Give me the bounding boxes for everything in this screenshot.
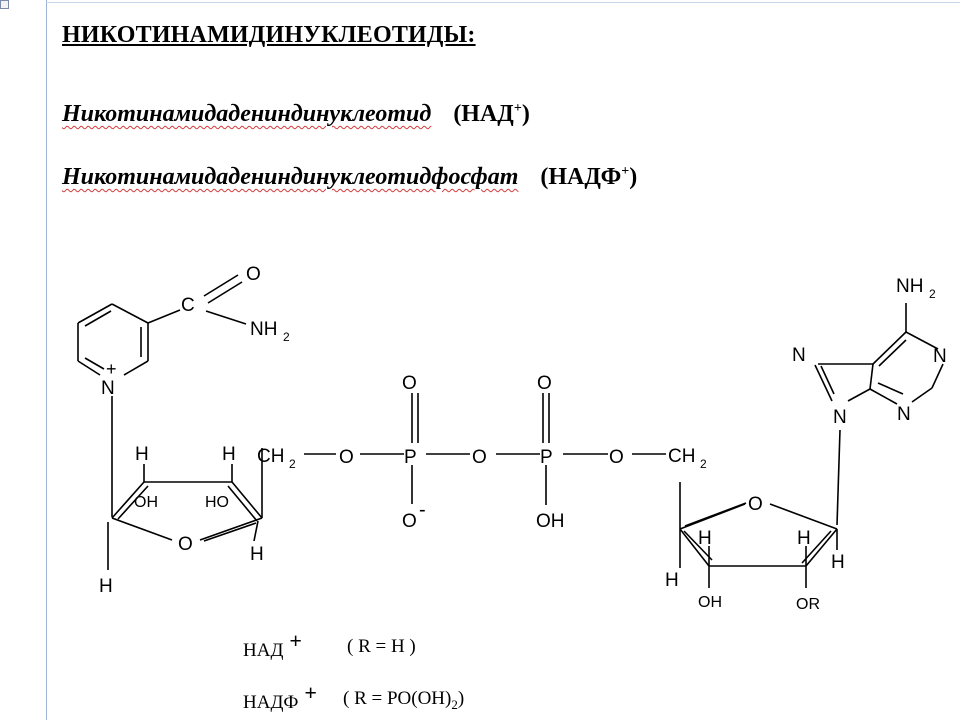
atom-h: H — [665, 570, 679, 591]
atom-h: H — [797, 528, 811, 549]
subscript-2: 2 — [700, 457, 707, 471]
atom-ho: HO — [205, 494, 229, 511]
atom-nh-amine: NH — [896, 276, 923, 297]
legend-nad: НАД+ ( R = H ) — [243, 628, 416, 662]
atom-p: P — [540, 447, 553, 468]
atom-o-bridge: O — [339, 447, 354, 468]
atom-h: H — [831, 552, 845, 573]
bond-lines — [77, 274, 944, 588]
atom-o-double: O — [537, 373, 552, 394]
atom-ch: CH — [668, 446, 695, 467]
slide-left-border — [46, 0, 47, 720]
legend-plus: + — [304, 680, 317, 705]
legend-formula: ( R = PO(OH)2) — [343, 688, 465, 712]
atom-ch: CH — [257, 446, 284, 467]
atom-o-ring: O — [178, 534, 193, 555]
atom-h: H — [698, 528, 712, 549]
atom-n1: N — [933, 346, 947, 367]
atom-c-amide: C — [181, 295, 195, 316]
atom-n9: N — [833, 407, 847, 428]
compound-abbr: (НАД+) — [453, 101, 530, 127]
atom-or-sugar: OR — [796, 596, 820, 613]
page-title: НИКОТИНАМИДИНУКЛЕОТИДЫ: — [62, 22, 476, 48]
subscript-2: 2 — [283, 330, 290, 344]
charge-plus: + — [106, 359, 117, 379]
atom-h: H — [99, 576, 113, 597]
atom-n3: N — [897, 404, 911, 425]
atom-o-minus: O — [402, 511, 417, 532]
compound-nadp: Никотинамидадениндинуклеотидфосфат (НАДФ+… — [62, 164, 637, 191]
atom-o-double: O — [402, 373, 417, 394]
atom-labels: N + C O NH 2 H H OH HO O H H CH 2 O P O … — [99, 264, 947, 613]
atom-n-ring: N — [101, 378, 115, 399]
subscript-2: 2 — [929, 287, 936, 301]
atom-nh-amide: NH — [250, 319, 277, 340]
atom-h: H — [135, 444, 149, 465]
legend-plus: + — [289, 628, 302, 653]
atom-n7: N — [792, 345, 806, 366]
compound-abbr: (НАДФ+) — [540, 164, 638, 190]
legend-label: НАДФ — [243, 692, 299, 713]
atom-o-amide: O — [246, 264, 261, 285]
legend-formula: ( R = H ) — [347, 636, 416, 657]
atom-h: H — [222, 444, 236, 465]
legend-label: НАД — [243, 640, 284, 661]
atom-h: H — [250, 544, 264, 565]
legend-nadp: НАДФ+ ( R = PO(OH)2) — [243, 680, 464, 714]
atom-oh-sugar: OH — [698, 594, 722, 611]
atom-o-bridge: O — [472, 447, 487, 468]
compound-name: Никотинамидадениндинуклеотидфосфат — [62, 164, 519, 190]
compound-name: Никотинамидадениндинуклеотид — [62, 101, 432, 127]
resize-handle-icon[interactable] — [0, 0, 9, 9]
subscript-2: 2 — [289, 457, 296, 471]
atom-p: P — [404, 447, 417, 468]
atom-o-bridge: O — [609, 447, 624, 468]
atom-o-ring: O — [748, 494, 763, 515]
atom-oh: OH — [134, 494, 158, 511]
compound-nad: Никотинамидадениндинуклеотид (НАД+) — [62, 101, 530, 128]
slide-top-border — [46, 2, 960, 3]
charge-minus: - — [419, 499, 426, 521]
atom-oh-phosphate: OH — [536, 511, 565, 532]
